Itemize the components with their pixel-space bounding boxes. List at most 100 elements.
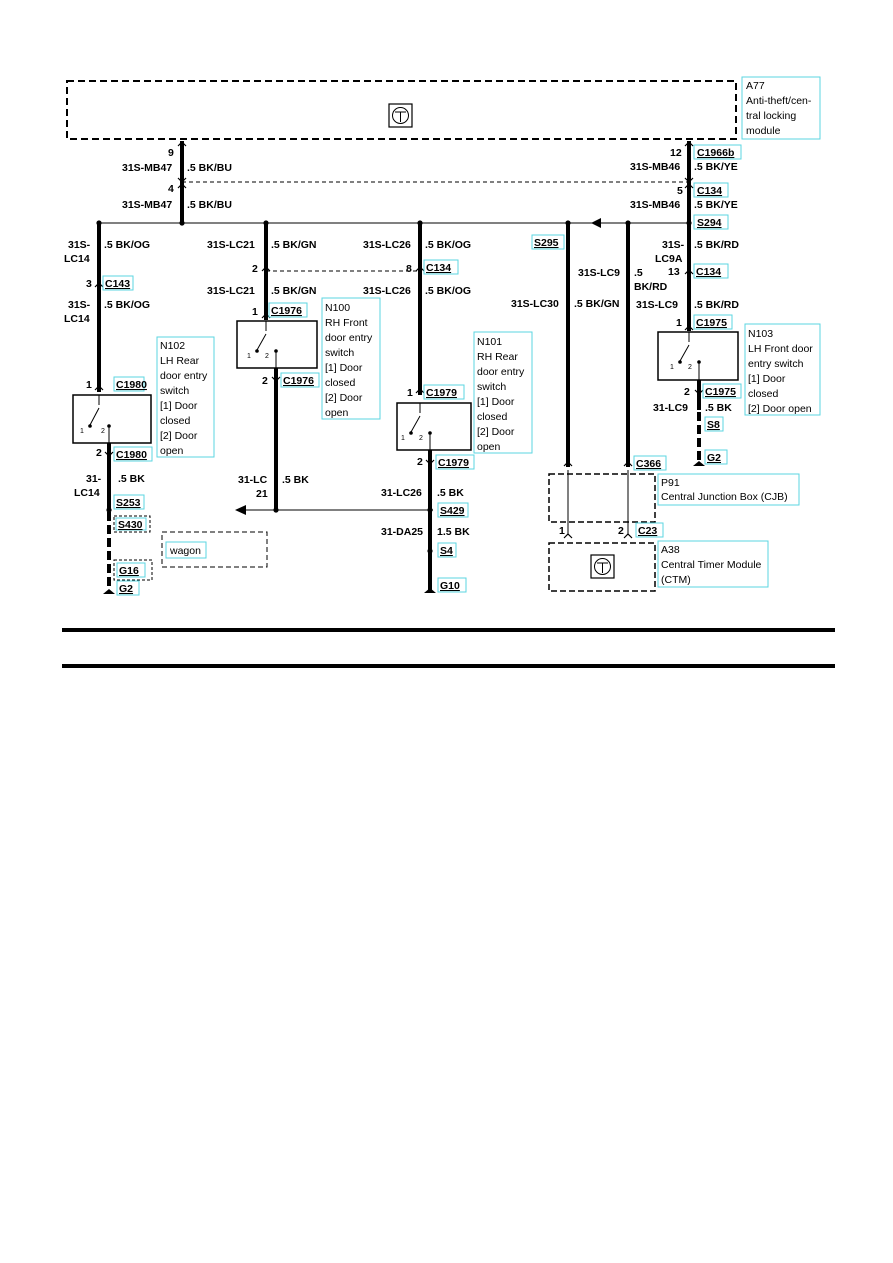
- wire-g-lc14-label-2: LC14: [74, 487, 100, 499]
- pin-c134-2: 2: [252, 263, 258, 275]
- wire-lc26-size-b: .5 BK/OG: [425, 285, 471, 297]
- wire-lc21-label-a: 31S-LC21: [207, 239, 255, 251]
- splice-s4: S4: [440, 545, 453, 557]
- n100-switch-pin-2: 2: [265, 353, 269, 360]
- n101-label-6: [2] Door: [477, 426, 515, 438]
- n101-label-3: switch: [477, 381, 506, 393]
- n102-label-6: [2] Door: [160, 430, 198, 442]
- n101-label-2: door entry: [477, 366, 525, 378]
- wire-mb47-size-b: .5 BK/BU: [187, 199, 232, 211]
- n103-label-4: closed: [748, 388, 779, 400]
- ground-symbol-right-icon: [693, 461, 705, 466]
- wire-lc14-label-b2: LC14: [64, 313, 90, 325]
- wire-lc26-label-a: 31S-LC26: [363, 239, 411, 251]
- n100-id: N100: [325, 302, 350, 314]
- wire-g-lc9-label: 31-LC9: [653, 402, 688, 414]
- wire-lc26-size-a: .5 BK/OG: [425, 239, 471, 251]
- wire-lc14-size-b: .5 BK/OG: [104, 299, 150, 311]
- n103-label-2: entry switch: [748, 358, 804, 370]
- wire-lc14-size-a: .5 BK/OG: [104, 239, 150, 251]
- pin-n102-1: 1: [86, 379, 92, 391]
- splice-s294: S294: [697, 217, 722, 229]
- splice-s253: S253: [116, 497, 141, 509]
- wire-lc30-label: 31S-LC30: [511, 298, 559, 310]
- connector-c1979-bottom: C1979: [438, 457, 469, 469]
- a77-label-2: tral locking: [746, 110, 796, 122]
- pin-n103-1: 1: [676, 317, 682, 329]
- a38-id: A38: [661, 544, 680, 556]
- a38-ctm-outline: [548, 542, 656, 592]
- n101-label-4: [1] Door: [477, 396, 515, 408]
- n100-switch-pin-1: 1: [247, 353, 251, 360]
- wire-g-lc9-size: .5 BK: [705, 402, 732, 414]
- connector-c1975-bottom: C1975: [705, 386, 736, 398]
- n101-label-7: open: [477, 441, 501, 453]
- wire-mb47-label-b: 31S-MB47: [122, 199, 172, 211]
- wire-lc9a-label-2: LC9A: [655, 253, 683, 265]
- wagon-label: wagon: [169, 545, 201, 557]
- pin-n103-2: 2: [684, 386, 690, 398]
- connector-c1980-top: C1980: [116, 379, 147, 391]
- wire-lc9a-label-1: 31S-: [662, 239, 685, 251]
- pin-13: 13: [668, 266, 680, 278]
- pin-3: 3: [86, 278, 92, 290]
- splice-s430: S430: [118, 519, 143, 531]
- pin-n101-1: 1: [407, 387, 413, 399]
- ground-symbol-mid-icon: [424, 588, 436, 593]
- n103-switch-pin-2: 2: [688, 364, 692, 371]
- p91-cjb-outline: [548, 473, 656, 523]
- bus-direction-arrow-icon: [591, 218, 601, 228]
- n103-label-1: LH Front door: [748, 343, 813, 355]
- connector-c134-right: C134: [696, 266, 721, 278]
- a77-module-symbol-icon: [388, 103, 413, 128]
- wire-g-da25-size: 1.5 BK: [437, 526, 470, 538]
- n102-switch-pin-1: 1: [80, 428, 84, 435]
- n102-label-2: door entry: [160, 370, 208, 382]
- n101-switch: 1 2: [396, 402, 472, 451]
- connector-c1979-top: C1979: [426, 387, 457, 399]
- ground-symbol-left-icon: [103, 589, 115, 594]
- wire-lc21-size-a: .5 BK/GN: [271, 239, 317, 251]
- wire-lc9-size-2: BK/RD: [634, 281, 668, 293]
- wire-lc9b-label: 31S-LC9: [636, 299, 678, 311]
- wire-g-lc21-size: .5 BK: [282, 474, 309, 486]
- connector-c1976-top: C1976: [271, 305, 302, 317]
- bottom-rule-top: [62, 628, 835, 632]
- wire-mb46-label-a: 31S-MB46: [630, 161, 680, 173]
- ground-g16: G16: [119, 565, 139, 577]
- n101-id: N101: [477, 336, 502, 348]
- a77-label-1: Anti-theft/cen-: [746, 95, 812, 107]
- connector-c366: C366: [636, 458, 661, 470]
- n100-label-5: closed: [325, 377, 356, 389]
- n100-label-3: switch: [325, 347, 354, 359]
- p91-id: P91: [661, 477, 680, 489]
- a77-label-3: module: [746, 125, 781, 137]
- ground-arrow-left-icon: [235, 505, 246, 515]
- bottom-rule-bottom: [62, 664, 835, 668]
- wire-mb46-size-b: .5 BK/YE: [694, 199, 738, 211]
- wire-lc14-label-a1: 31S-: [68, 239, 91, 251]
- wire-g-lc14-label-1: 31-: [86, 473, 102, 485]
- n101-switch-pin-2: 2: [419, 435, 423, 442]
- connector-c1980-bottom: C1980: [116, 449, 147, 461]
- pin-9: 9: [168, 147, 174, 159]
- a38-module-symbol-icon: [590, 554, 615, 579]
- wire-lc14-label-b1: 31S-: [68, 299, 91, 311]
- n102-label-1: LH Rear: [160, 355, 200, 367]
- pin-n102-2: 2: [96, 447, 102, 459]
- wire-lc9a-size: .5 BK/RD: [694, 239, 739, 251]
- pin-c23-2: 2: [618, 525, 624, 537]
- wire-lc14-label-a2: LC14: [64, 253, 90, 265]
- wire-mb46-label-b: 31S-MB46: [630, 199, 680, 211]
- wire-lc26-label-b: 31S-LC26: [363, 285, 411, 297]
- a77-id: A77: [746, 80, 765, 92]
- connector-c1975-top: C1975: [696, 317, 727, 329]
- n103-label-3: [1] Door: [748, 373, 786, 385]
- n103-label-5: [2] Door open: [748, 403, 812, 415]
- n100-label-6: [2] Door: [325, 392, 363, 404]
- n101-switch-pin-1: 1: [401, 435, 405, 442]
- connector-c23: C23: [638, 525, 657, 537]
- connector-c134-top: C134: [697, 185, 722, 197]
- wire-mb46-size-a: .5 BK/YE: [694, 161, 738, 173]
- wire-lc9b-size: .5 BK/RD: [694, 299, 739, 311]
